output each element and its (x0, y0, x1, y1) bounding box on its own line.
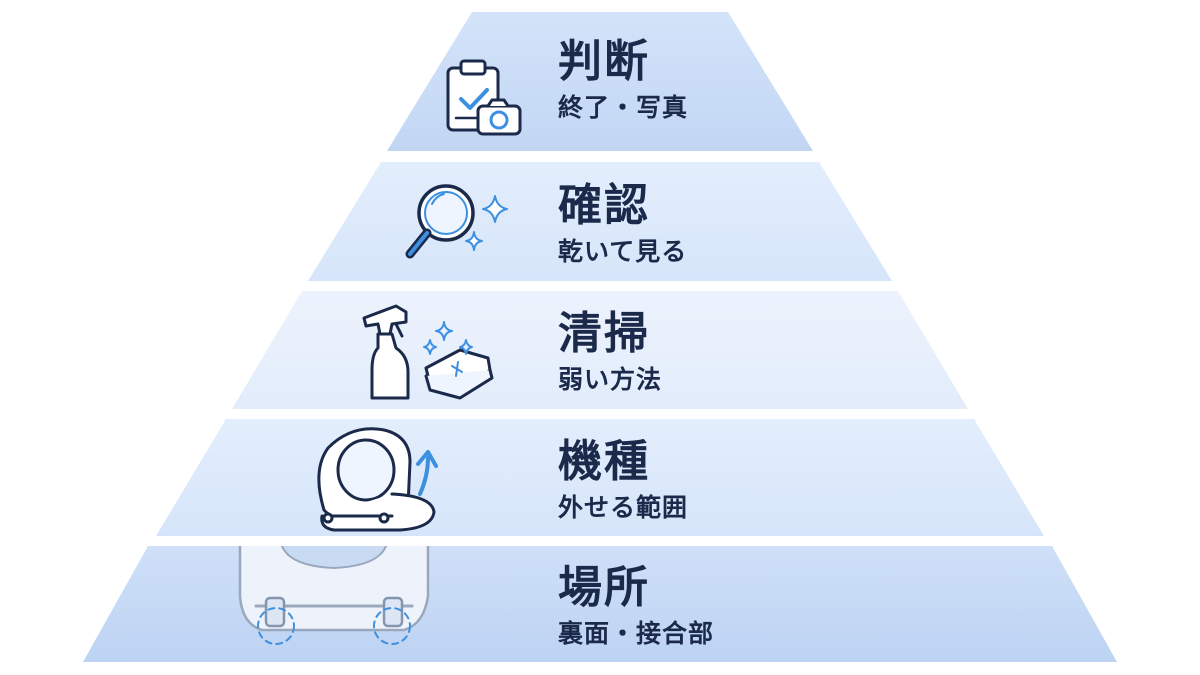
tier-5-label: 場所 裏面・接合部 (558, 562, 714, 650)
tier-1-title: 判断 (558, 36, 650, 87)
clipboard-camera-icon (446, 59, 522, 136)
tier-3-title: 清掃 (558, 308, 650, 359)
tier-2-title: 確認 (558, 180, 650, 231)
tier-2-subtitle: 乾いて見る (558, 237, 688, 266)
tier-5-subtitle: 裏面・接合部 (558, 619, 715, 648)
tier-5-title: 場所 (558, 562, 650, 613)
toilet-hinge-icon (238, 546, 430, 645)
tier-4-label: 機種 外せる範囲 (558, 436, 688, 524)
magnifier-sparkle-icon (405, 184, 508, 259)
tier-1-label: 判断 終了・写真 (558, 36, 688, 124)
tier-2-label: 確認 乾いて見る (558, 180, 687, 268)
tier-3-label: 清掃 弱い方法 (558, 308, 662, 396)
tier-4-title: 機種 (558, 436, 650, 487)
spray-sponge-icon (362, 304, 494, 400)
toilet-seat-lift-icon (317, 427, 438, 532)
tier-4-subtitle: 外せる範囲 (558, 493, 689, 522)
tier-3-subtitle: 弱い方法 (558, 365, 663, 394)
tier-1-subtitle: 終了・写真 (558, 93, 689, 122)
tier-band-3 (232, 291, 968, 409)
